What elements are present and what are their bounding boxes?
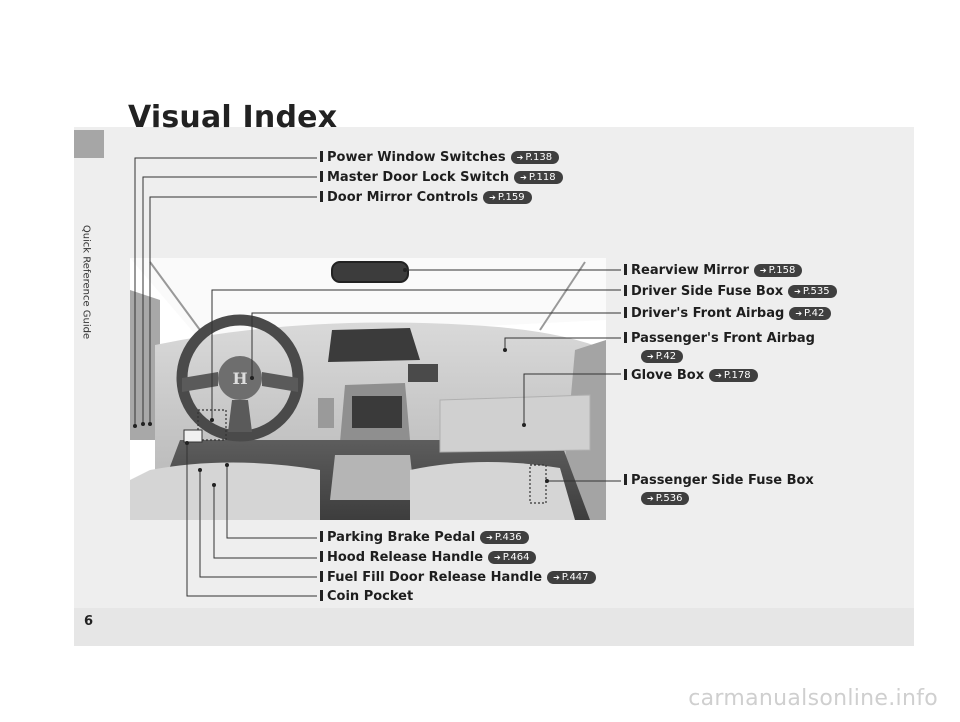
bullet-bar xyxy=(624,285,627,296)
arrow-icon: ➔ xyxy=(759,266,767,275)
page-ref-text: P.447 xyxy=(561,572,589,583)
bullet-bar xyxy=(320,531,323,542)
arrow-icon: ➔ xyxy=(647,494,654,503)
page-ref-link[interactable]: ➔P.159 xyxy=(483,191,532,204)
glove-box-area xyxy=(439,394,591,453)
callout-glove-box: Glove Box ➔P.178 xyxy=(624,368,758,384)
bullet-bar xyxy=(624,332,627,343)
page-ref-link[interactable]: ➔P.42 xyxy=(641,350,684,363)
bullet-bar xyxy=(624,264,627,275)
page-ref-text: P.536 xyxy=(655,493,683,504)
vent-right xyxy=(408,364,438,382)
page-ref-link[interactable]: ➔P.464 xyxy=(488,551,537,564)
bullet-bar xyxy=(320,171,323,182)
top-display xyxy=(328,328,420,362)
bullet-bar xyxy=(624,474,627,485)
page-ref-text: P.42 xyxy=(655,351,677,362)
page-ref-link[interactable]: ➔P.536 xyxy=(641,492,690,505)
callout-passengers-front-airbag: Passenger's Front Airbag ➔P.42 xyxy=(624,331,815,365)
page-ref-text: P.138 xyxy=(525,152,553,163)
watermark: carmanualsonline.info xyxy=(688,686,938,711)
bullet-bar xyxy=(320,551,323,562)
arrow-icon: ➔ xyxy=(494,553,501,562)
page-ref-text: P.159 xyxy=(497,192,525,203)
page-ref-text: P.118 xyxy=(528,172,556,183)
arrow-icon: ➔ xyxy=(520,173,527,182)
page-ref-link[interactable]: ➔P.138 xyxy=(510,151,560,164)
page-ref-link[interactable]: ➔P.447 xyxy=(547,571,596,584)
arrow-icon: ➔ xyxy=(794,287,801,296)
nav-screen xyxy=(352,396,402,428)
callout-power-window-switches: Power Window Switches ➔P.138 xyxy=(320,150,560,166)
arrow-icon: ➔ xyxy=(795,309,803,318)
callout-label: Hood Release Handle xyxy=(327,550,484,565)
callout-label: Parking Brake Pedal xyxy=(327,530,476,545)
callout-rearview-mirror: Rearview Mirror ➔P.158 xyxy=(624,263,803,279)
page-title: Visual Index xyxy=(128,100,338,135)
arrow-icon: ➔ xyxy=(489,193,496,202)
page-ref-text: P.158 xyxy=(768,265,796,276)
page-ref-link[interactable]: ➔P.118 xyxy=(514,171,563,184)
leader-dots xyxy=(133,268,549,487)
callout-door-mirror-controls: Door Mirror Controls ➔P.159 xyxy=(320,190,532,206)
svg-text:H: H xyxy=(232,369,247,388)
callout-coin-pocket: Coin Pocket xyxy=(320,589,413,605)
arrow-icon: ➔ xyxy=(553,573,560,582)
callout-hood-release-handle: Hood Release Handle ➔P.464 xyxy=(320,550,537,566)
callout-drivers-front-airbag: Driver's Front Airbag ➔P.42 xyxy=(624,306,832,322)
bullet-bar xyxy=(624,307,627,318)
footer-band xyxy=(74,608,914,646)
page-ref-text: P.464 xyxy=(502,552,530,563)
driver-seat xyxy=(130,462,320,520)
callout-fuel-fill-door-release-handle: Fuel Fill Door Release Handle ➔P.447 xyxy=(320,570,596,586)
passenger-seat xyxy=(410,461,575,520)
callout-driver-side-fuse-box: Driver Side Fuse Box ➔P.535 xyxy=(624,284,837,300)
page-ref-text: P.42 xyxy=(804,308,825,319)
arrow-icon: ➔ xyxy=(486,533,493,542)
page-ref-link[interactable]: ➔P.42 xyxy=(789,307,832,320)
rearview-mirror-shape xyxy=(331,261,409,283)
page-ref-link[interactable]: ➔P.535 xyxy=(788,285,837,298)
page-ref-text: P.535 xyxy=(802,286,830,297)
arrow-icon: ➔ xyxy=(516,153,524,162)
bullet-bar xyxy=(320,590,323,601)
page-ref-link[interactable]: ➔P.158 xyxy=(753,264,803,277)
bullet-bar xyxy=(624,369,627,380)
callout-label: Coin Pocket xyxy=(327,589,414,604)
bullet-bar xyxy=(320,191,323,202)
page-ref-link[interactable]: ➔P.178 xyxy=(709,369,758,382)
callout-label: Driver's Front Airbag xyxy=(631,306,785,321)
page-ref-link[interactable]: ➔P.436 xyxy=(480,531,529,544)
coin-pocket-shape xyxy=(183,429,203,443)
center-console xyxy=(330,455,415,500)
callout-label: Power Window Switches xyxy=(327,150,506,165)
callout-label: Passenger Side Fuse Box xyxy=(631,473,814,488)
callout-label: Passenger's Front Airbag xyxy=(631,331,815,346)
callout-label: Driver Side Fuse Box xyxy=(631,284,784,299)
callout-label: Glove Box xyxy=(631,368,705,383)
bullet-bar xyxy=(320,571,323,582)
page-ref-text: P.178 xyxy=(723,370,751,381)
page-ref-text: P.436 xyxy=(494,532,522,543)
callout-parking-brake-pedal: Parking Brake Pedal ➔P.436 xyxy=(320,530,529,546)
callout-passenger-side-fuse-box: Passenger Side Fuse Box ➔P.536 xyxy=(624,473,814,507)
steering-hub xyxy=(218,356,262,400)
section-tab-marker xyxy=(74,130,104,158)
arrow-icon: ➔ xyxy=(647,352,654,361)
callout-label: Fuel Fill Door Release Handle xyxy=(327,570,543,585)
left-pillar xyxy=(130,290,160,440)
arrow-icon: ➔ xyxy=(715,371,722,380)
callout-label: Master Door Lock Switch xyxy=(327,170,510,185)
vent-left xyxy=(318,398,334,428)
callout-master-door-lock-switch: Master Door Lock Switch ➔P.118 xyxy=(320,170,563,186)
callout-label: Rearview Mirror xyxy=(631,263,749,278)
passenger-fuse-box-outline xyxy=(529,464,547,504)
leader-lines xyxy=(134,157,621,597)
page-number: 6 xyxy=(84,614,94,629)
callout-label: Door Mirror Controls xyxy=(327,190,479,205)
bullet-bar xyxy=(320,151,323,162)
